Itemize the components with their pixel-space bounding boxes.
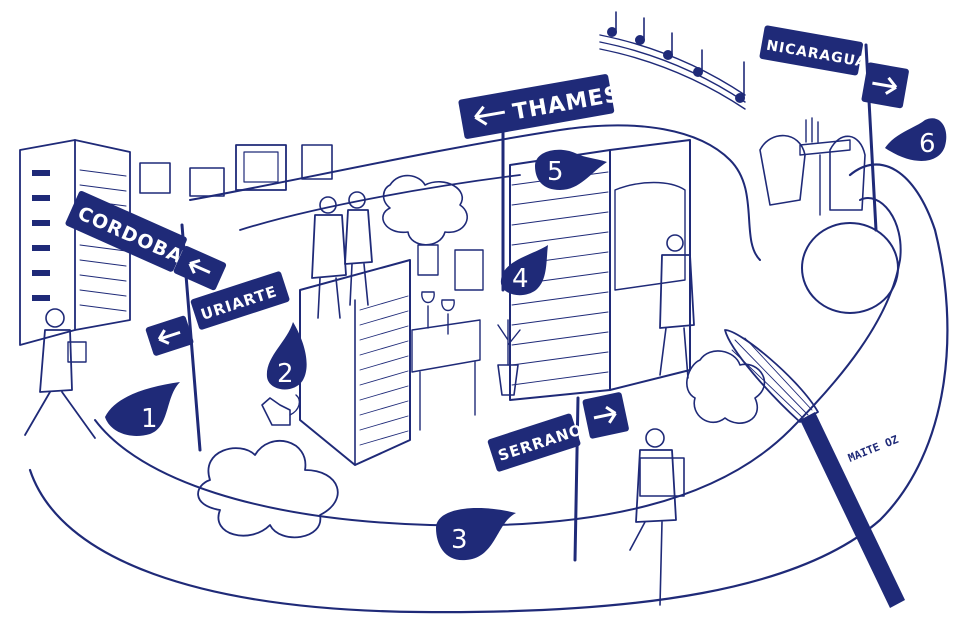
marker-5: 5 bbox=[535, 149, 607, 190]
marker-2-label: 2 bbox=[277, 359, 294, 389]
brick-wall bbox=[417, 139, 691, 401]
marker-2: 2 bbox=[266, 322, 307, 390]
arrow-sign-uriarte bbox=[145, 315, 194, 356]
person-walking-left bbox=[24, 308, 96, 439]
plant-and-glasses bbox=[421, 291, 521, 396]
artist-signature: MAITE OZ bbox=[846, 433, 900, 465]
arrow-icon bbox=[474, 105, 506, 126]
arrow-icon bbox=[188, 259, 211, 274]
person-with-frame bbox=[629, 428, 685, 606]
music-notes-icon bbox=[599, 11, 746, 110]
brick-block bbox=[299, 259, 481, 466]
marker-1: 1 bbox=[105, 382, 180, 437]
arrow-icon bbox=[872, 76, 898, 95]
people bbox=[24, 191, 695, 606]
person-with-bag bbox=[659, 234, 695, 379]
marker-1-label: 1 bbox=[141, 404, 158, 434]
arrow-sign-serrano bbox=[582, 392, 629, 439]
cafe-scene bbox=[759, 117, 899, 314]
paint-splash-icon bbox=[197, 174, 766, 539]
gallery-frames bbox=[139, 144, 333, 197]
marker-6-label: 6 bbox=[919, 129, 936, 159]
street-sign-nicaragua: NICARAGUA bbox=[759, 25, 868, 76]
street-sign-thames: THAMES bbox=[458, 74, 623, 139]
marker-5-label: 5 bbox=[547, 157, 564, 187]
paintbrush-icon bbox=[724, 329, 905, 608]
winding-path bbox=[28, 124, 949, 614]
street-sign-uriarte: URIARTE bbox=[190, 271, 290, 330]
arrow-icon bbox=[157, 329, 181, 345]
street-sign-serrano: SERRANO bbox=[487, 413, 585, 472]
arrow-icon bbox=[593, 405, 617, 424]
cat bbox=[261, 394, 301, 426]
marker-3: 3 bbox=[436, 508, 516, 561]
arrow-sign-cordoba bbox=[173, 245, 227, 291]
marker-4-label: 4 bbox=[512, 264, 529, 294]
marker-6: 6 bbox=[885, 118, 947, 161]
marker-3-label: 3 bbox=[451, 525, 468, 555]
street-sign-cordoba: CORDOBA bbox=[65, 190, 187, 272]
marker-4: 4 bbox=[500, 245, 548, 296]
arrow-sign-nicaragua bbox=[861, 62, 909, 109]
couple-on-block bbox=[311, 191, 373, 319]
